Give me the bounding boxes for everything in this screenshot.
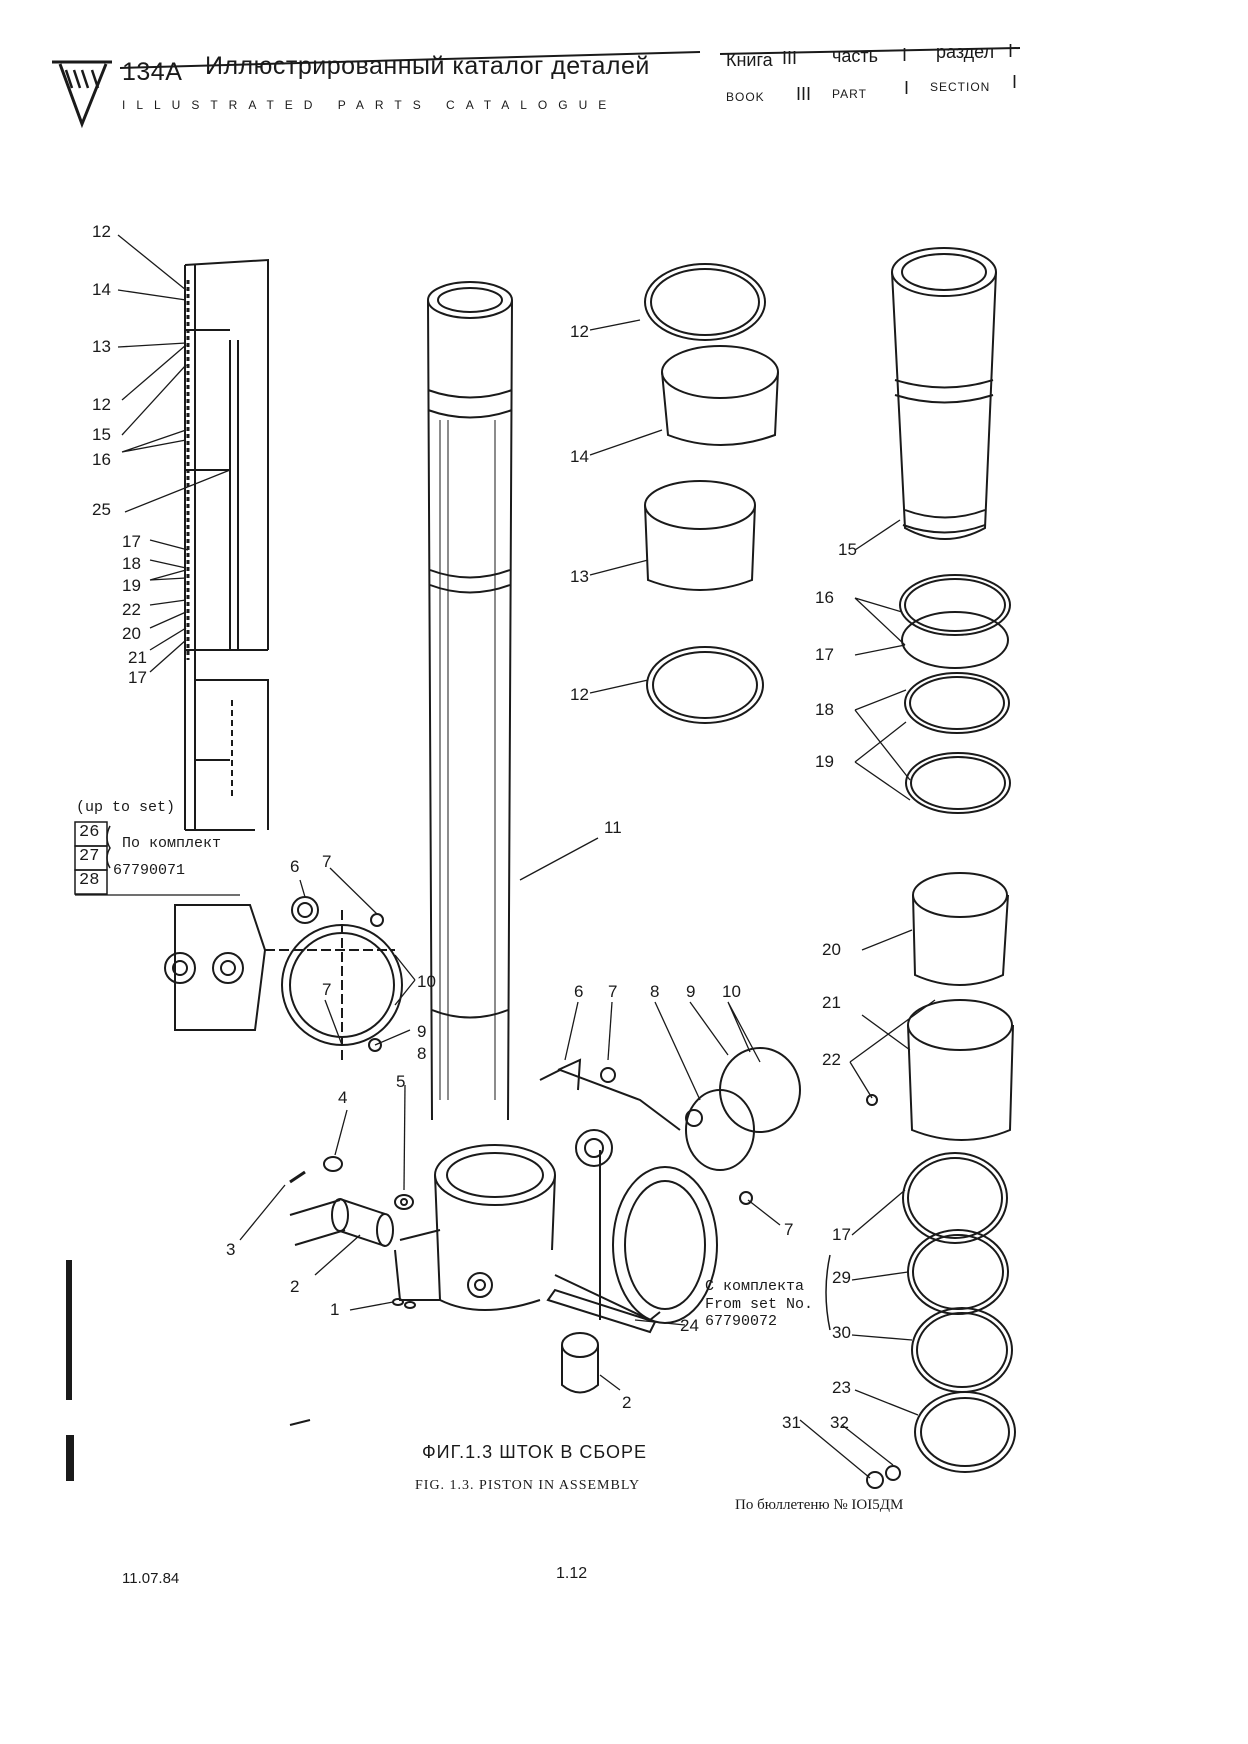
callout-1: 1 xyxy=(330,1300,340,1319)
small-parts xyxy=(289,1156,657,1426)
section-number: I xyxy=(1008,41,1014,61)
footer-date: 11.07.84 xyxy=(122,1570,180,1587)
ring-parts-right xyxy=(866,247,1016,1489)
callout-23: 23 xyxy=(832,1378,851,1397)
callout-16: 16 xyxy=(815,588,834,607)
callout-20: 20 xyxy=(122,624,141,643)
bulletin-note: По бюллетеню № IOI5ДМ xyxy=(735,1497,904,1513)
figure-caption-ru: ФИГ.1.3 ШТОК В СБОРЕ xyxy=(422,1442,647,1462)
callout-6: 6 xyxy=(290,857,300,876)
callout-21: 21 xyxy=(128,648,147,667)
piston-tube xyxy=(427,281,513,1121)
callout-2: 2 xyxy=(290,1277,300,1296)
callout-7: 7 xyxy=(322,852,332,871)
section-number-en: I xyxy=(1012,72,1018,92)
callout-7: 7 xyxy=(784,1220,794,1239)
callout-13: 13 xyxy=(92,337,111,356)
callout-5: 5 xyxy=(396,1072,406,1091)
callout-17: 17 xyxy=(122,532,141,551)
callout-31: 31 xyxy=(782,1413,801,1432)
from-set-note: From set No. xyxy=(705,1296,814,1313)
callout-6: 6 xyxy=(574,982,584,1001)
callout-19: 19 xyxy=(815,752,834,771)
part-number: I xyxy=(902,45,908,65)
callout-25: 25 xyxy=(92,500,111,519)
callout-24: 24 xyxy=(680,1316,699,1335)
strut-section-view xyxy=(164,258,403,1060)
callout-21: 21 xyxy=(822,993,841,1012)
callout-17: 17 xyxy=(128,668,147,687)
callout-13: 13 xyxy=(570,567,589,586)
callout-19: 19 xyxy=(122,576,141,595)
callout-14: 14 xyxy=(570,447,589,466)
leader-lines xyxy=(75,234,936,1479)
book-number: III xyxy=(782,48,798,68)
callout-12: 12 xyxy=(570,322,589,341)
callout-2: 2 xyxy=(622,1393,632,1412)
part-label-en: PART xyxy=(832,87,867,101)
model-number: 134A xyxy=(122,58,183,86)
book-label-en: BOOK xyxy=(726,90,765,104)
callout-16: 16 xyxy=(92,450,111,469)
callout-14: 14 xyxy=(92,280,111,299)
callout-9: 9 xyxy=(686,982,696,1001)
set-number-up-to: 67790071 xyxy=(113,862,186,879)
callout-15: 15 xyxy=(838,540,857,559)
callout-17: 17 xyxy=(832,1225,851,1244)
ref-box-28: 28 xyxy=(79,871,100,890)
callout-32: 32 xyxy=(830,1413,849,1432)
callout-7: 7 xyxy=(322,980,332,999)
callout-22: 22 xyxy=(822,1050,841,1069)
part-label-ru: часть xyxy=(832,46,879,66)
figure-caption-en: FIG. 1.3. PISTON IN ASSEMBLY xyxy=(415,1478,641,1493)
callout-7: 7 xyxy=(608,982,618,1001)
po-komplekt-note: По комплект xyxy=(122,835,222,852)
callout-18: 18 xyxy=(815,700,834,719)
callout-8: 8 xyxy=(417,1044,427,1063)
callout-17: 17 xyxy=(815,645,834,664)
callout-10: 10 xyxy=(417,972,436,991)
callout-9: 9 xyxy=(417,1022,427,1041)
page-number: 1.12 xyxy=(556,1565,588,1582)
callout-18: 18 xyxy=(122,554,141,573)
callout-29: 29 xyxy=(832,1268,851,1287)
ref-box-26: 26 xyxy=(79,823,100,842)
section-label-en: SECTION xyxy=(930,80,991,94)
callout-3: 3 xyxy=(226,1240,236,1259)
s-komplekta-note: С комплекта xyxy=(705,1278,805,1295)
up-to-set-note: (up to set) xyxy=(76,799,176,816)
callout-30: 30 xyxy=(832,1323,851,1342)
lower-fitting xyxy=(394,1058,718,1324)
callout-11: 11 xyxy=(604,818,622,837)
book-label-ru: Книга xyxy=(726,50,773,70)
book-number-en: III xyxy=(796,84,812,104)
callout-10: 10 xyxy=(722,982,741,1001)
callout-20: 20 xyxy=(822,940,841,959)
section-label-ru: раздел xyxy=(936,42,995,62)
catalog-title-en: ILLUSTRATED PARTS CATALOGUE xyxy=(122,98,618,112)
ring-parts-center xyxy=(644,263,779,724)
part-number-en: I xyxy=(904,78,910,98)
ref-box-27: 27 xyxy=(79,847,100,866)
catalog-title-ru: Иллюстрированный каталог деталей xyxy=(205,52,650,80)
callout-15: 15 xyxy=(92,425,111,444)
callout-12: 12 xyxy=(570,685,589,704)
callout-4: 4 xyxy=(338,1088,348,1107)
callout-22: 22 xyxy=(122,600,141,619)
callout-12: 12 xyxy=(92,395,111,414)
set-number-from: 67790072 xyxy=(705,1313,778,1330)
callout-8: 8 xyxy=(650,982,660,1001)
callout-12: 12 xyxy=(92,222,111,241)
cover-plates xyxy=(600,1047,801,1205)
